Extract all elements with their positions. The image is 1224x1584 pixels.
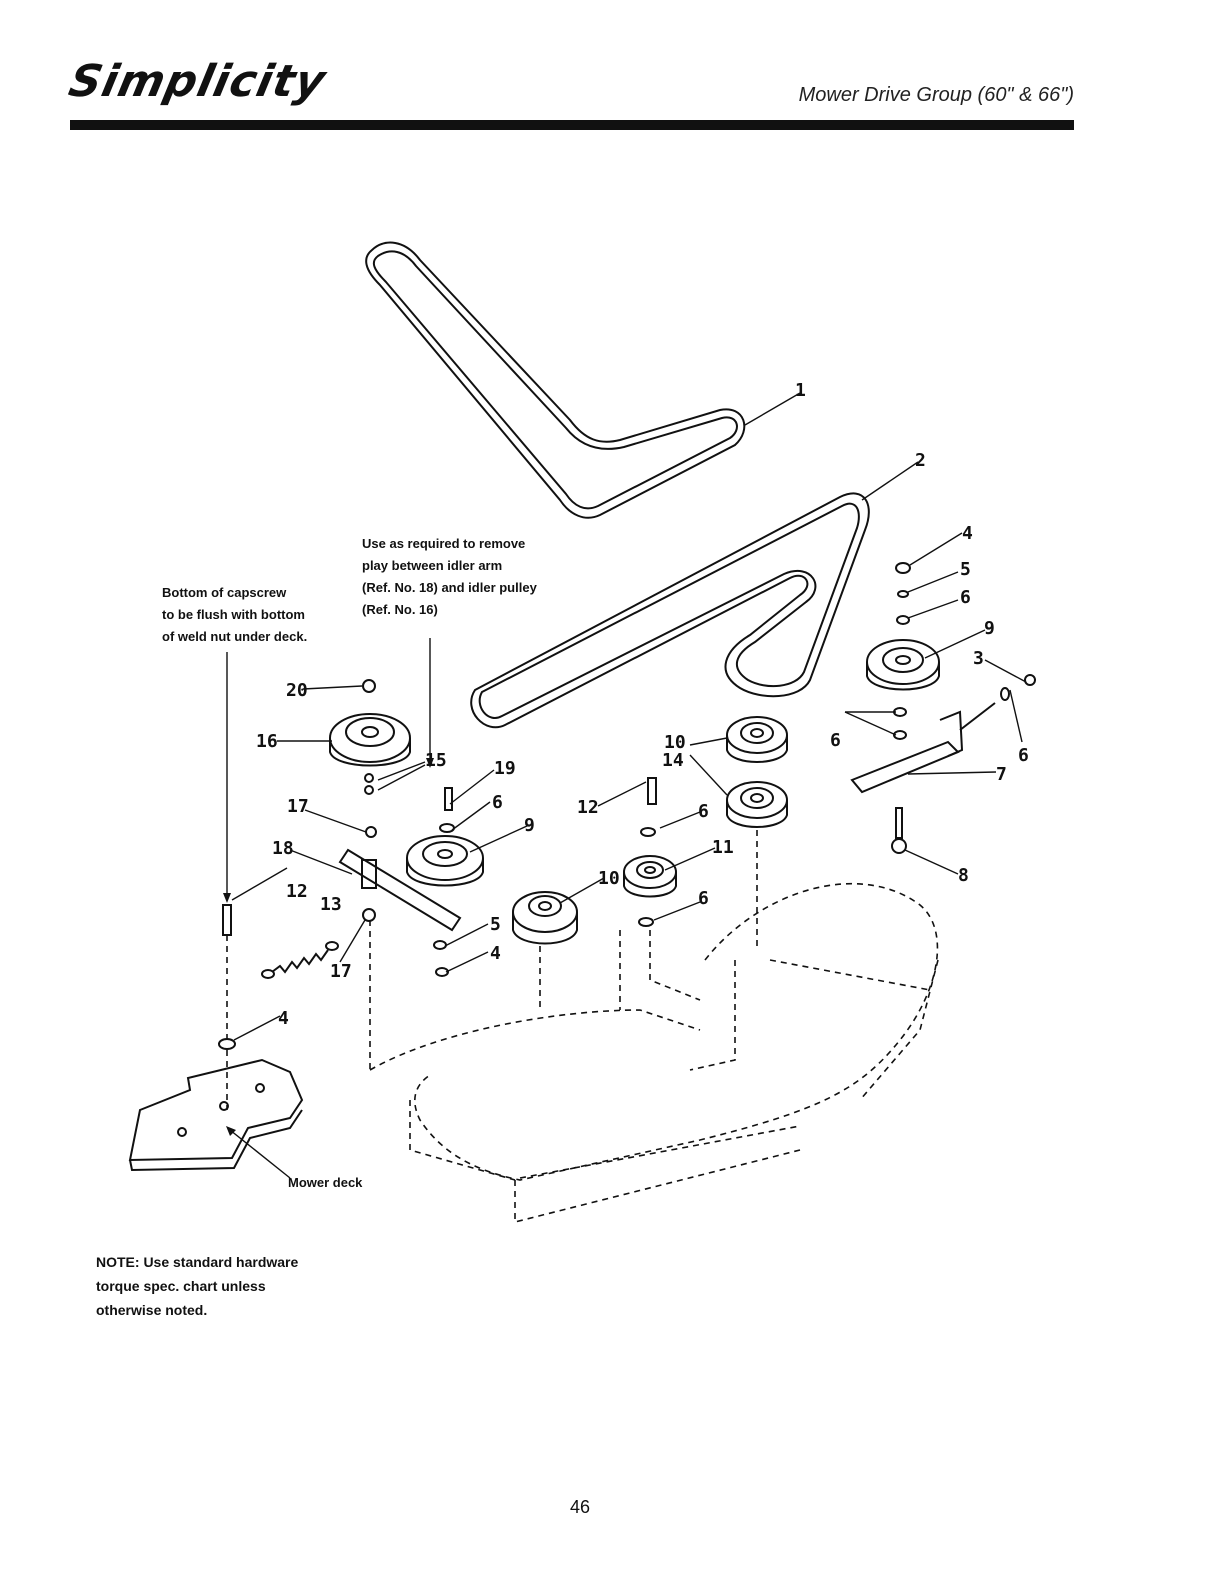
belt-2: [470, 492, 870, 729]
part-label-7: 7: [996, 764, 1007, 785]
part-label-6f: 6: [698, 888, 709, 909]
pulley-9-left: [406, 835, 484, 887]
arrowheads: [223, 758, 434, 1136]
part-label-8: 8: [958, 865, 969, 886]
part-label-6c: 6: [830, 730, 841, 751]
part-label-14: 14: [662, 750, 684, 771]
idler-shim-callout: Use as required to remove play between i…: [362, 536, 537, 617]
part-label-5b: 5: [490, 914, 501, 935]
pulley-14: [726, 781, 788, 828]
header-rule: [70, 120, 1074, 130]
spring-13: [261, 941, 339, 979]
hardware-items: [218, 562, 1036, 1050]
belt-1: [365, 241, 746, 519]
part-label-9b: 9: [524, 815, 535, 836]
part-label-10b: 10: [598, 868, 620, 889]
mower-deck-label: Mower deck: [288, 1175, 363, 1190]
part-label-17a: 17: [287, 796, 309, 817]
part-label-6e: 6: [698, 801, 709, 822]
part-label-13: 13: [320, 894, 342, 915]
page-title: Mower Drive Group (60" & 66"): [798, 84, 1074, 106]
capscrew-callout: Bottom of capscrew to be flush with bott…: [162, 585, 308, 644]
idler-arm-18: [338, 848, 462, 932]
pulley-9-right: [866, 639, 940, 691]
part-label-4b: 4: [490, 943, 501, 964]
part-label-6d: 6: [492, 792, 503, 813]
pulley-11: [623, 855, 677, 898]
part-label-16: 16: [256, 731, 278, 752]
part-label-2: 2: [915, 450, 926, 471]
part-label-1: 1: [795, 380, 806, 401]
part-label-5a: 5: [960, 559, 971, 580]
pulley-16: [329, 713, 411, 767]
part-label-10a: 10: [664, 732, 686, 753]
pulley-10-upper: [726, 716, 788, 763]
part-label-6b: 6: [1018, 745, 1029, 766]
part-label-12a: 12: [577, 797, 599, 818]
part-label-4c: 4: [278, 1008, 289, 1029]
pulley-10-lower: [512, 891, 578, 945]
part-label-20: 20: [286, 680, 308, 701]
page-number: 46: [570, 1497, 591, 1517]
part-label-4a: 4: [962, 523, 973, 544]
part-number-labels: 1 2 3 4 4 4 5 5 6 6 6 6 6 6 7 8 9 9 10 1…: [256, 380, 1029, 1029]
part-label-18: 18: [272, 838, 294, 859]
part-label-6a: 6: [960, 587, 971, 608]
torque-note: NOTE: Use standard hardware torque spec.…: [96, 1254, 299, 1318]
idler-bracket-7: [850, 702, 996, 794]
leader-lines: [226, 392, 1027, 1179]
part-label-12b: 12: [286, 881, 308, 902]
part-label-11: 11: [712, 837, 734, 858]
part-label-9a: 9: [984, 618, 995, 639]
part-label-3: 3: [973, 648, 984, 669]
part-label-17b: 17: [330, 961, 352, 982]
mower-deck-housing: [226, 830, 939, 1224]
part-label-19: 19: [494, 758, 516, 779]
mower-deck-detail: [128, 1058, 304, 1172]
